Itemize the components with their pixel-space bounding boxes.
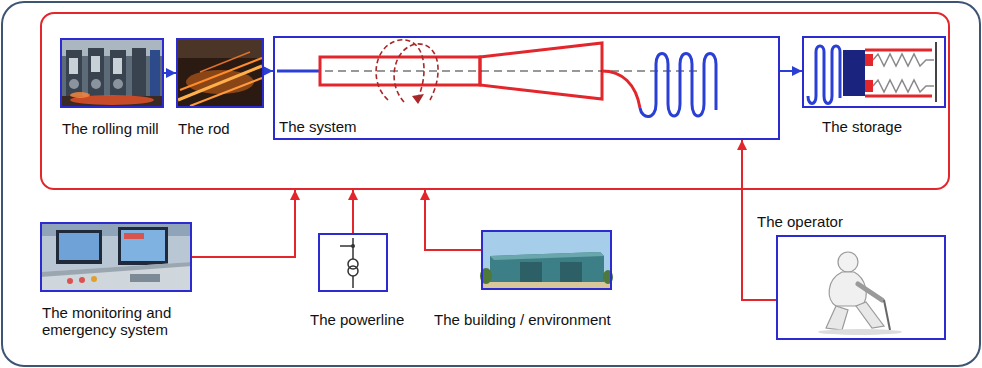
node-label: The rod <box>178 120 230 137</box>
system-drawing <box>277 40 716 117</box>
node-label: The monitoring and emergency system <box>42 304 222 338</box>
rolling-mill-photo <box>60 38 164 108</box>
storage-box: The storage <box>802 36 946 108</box>
flow-arrow <box>780 70 802 72</box>
photo-box: The building / environment <box>481 230 612 290</box>
rod-photo <box>176 38 264 108</box>
photo-box: The rolling mill <box>60 38 164 108</box>
system-box: The system <box>273 36 780 140</box>
building-photo <box>480 230 613 290</box>
influence-arrow <box>425 190 481 250</box>
storage-drawing <box>808 42 936 104</box>
photo-box: The rod <box>176 38 264 108</box>
operator-box: The operator <box>776 235 946 340</box>
node-label: The system <box>279 118 357 135</box>
system-region: The rolling millThe rodThe systemThe sto… <box>40 12 950 190</box>
photo-box: The monitoring and emergency system <box>40 222 192 292</box>
powerline-symbol <box>340 238 358 288</box>
influence-arrow <box>192 190 295 257</box>
symbol-box: The powerline <box>318 233 388 292</box>
flow-arrow <box>264 70 273 72</box>
influence-arrow <box>352 190 354 233</box>
node-label: The operator <box>757 213 843 230</box>
node-label: The rolling mill <box>62 120 159 137</box>
node-label: The building / environment <box>434 311 611 328</box>
node-label: The storage <box>822 118 902 135</box>
node-label: The powerline <box>310 311 404 328</box>
operator-figure <box>818 252 902 335</box>
flow-arrow <box>164 72 176 74</box>
monitoring-photo <box>40 222 192 292</box>
